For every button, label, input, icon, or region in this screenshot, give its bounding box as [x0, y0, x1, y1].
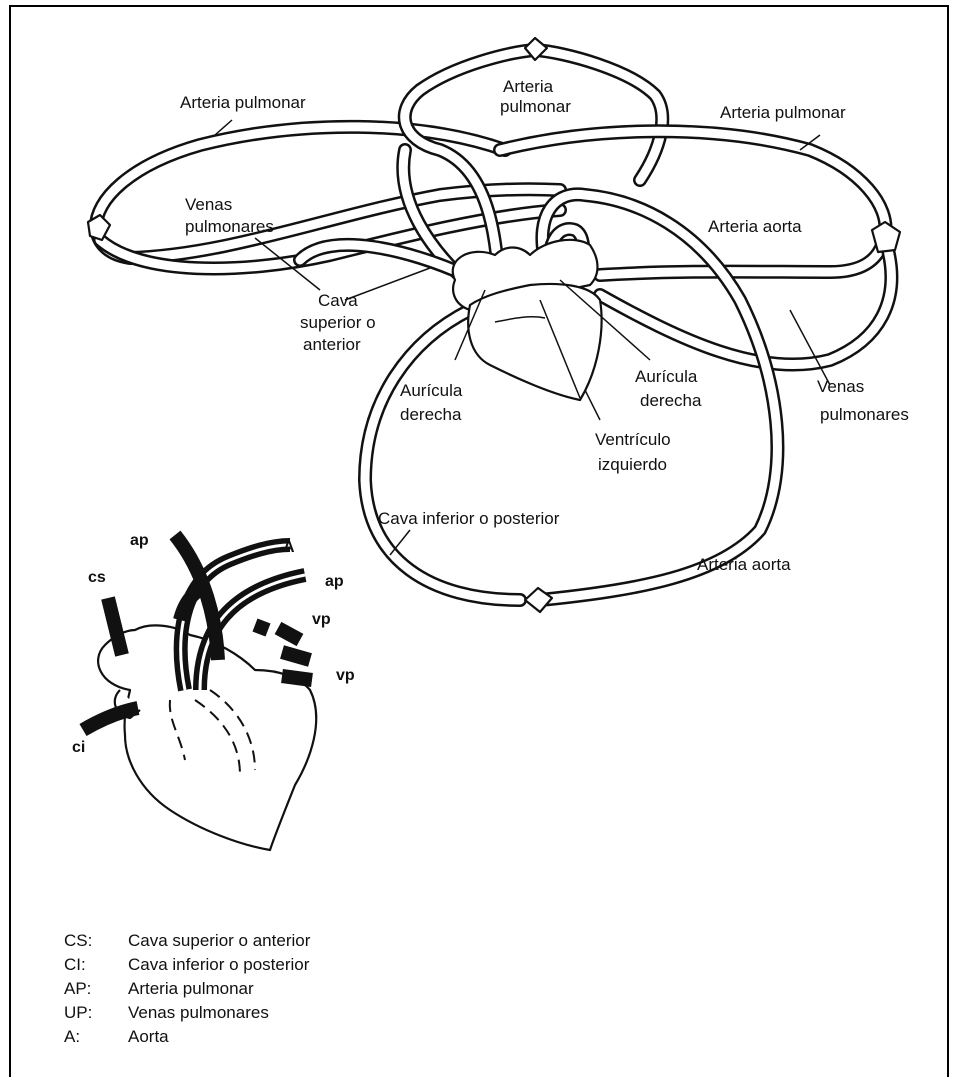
- label-arteria-top-2: pulmonar: [500, 97, 571, 116]
- small-vp-4: [282, 676, 312, 680]
- legend: CS: Cava superior o anterior CI: Cava in…: [64, 931, 311, 1046]
- label-cava-inferior: Cava inferior o posterior: [378, 509, 560, 528]
- small-label-ap-right: ap: [325, 573, 344, 590]
- legend-text: Cava superior o anterior: [128, 931, 311, 950]
- small-label-vp-upper: vp: [312, 611, 331, 628]
- heart-ventricles: [468, 284, 601, 400]
- legend-text: Aorta: [128, 1027, 169, 1046]
- small-label-vp-lower: vp: [336, 667, 355, 684]
- legend-text: Venas pulmonares: [128, 1003, 269, 1022]
- label-arteria-aorta-lower: Arteria aorta: [697, 555, 791, 574]
- legend-abbr: CS:: [64, 931, 92, 950]
- label-arteria-top-1: Arteria: [503, 77, 554, 96]
- right-capillary: [872, 222, 900, 252]
- legend-abbr: CI:: [64, 955, 86, 974]
- small-vp-1: [255, 625, 268, 630]
- small-heart-diagram: [83, 535, 316, 850]
- label-cava-superior-1: Cava: [318, 291, 358, 310]
- legend-item-ap: AP: Arteria pulmonar: [64, 979, 254, 998]
- legend-item-a: A: Aorta: [64, 1027, 169, 1046]
- label-venas-left-2: pulmonares: [185, 217, 274, 236]
- label-auricula-left-1: Aurícula: [400, 381, 463, 400]
- legend-abbr: UP:: [64, 1003, 92, 1022]
- small-label-cs: cs: [88, 569, 106, 586]
- label-venas-right-2: pulmonares: [820, 405, 909, 424]
- label-arteria-pulmonar-left: Arteria pulmonar: [180, 93, 306, 112]
- bottom-capillary: [525, 588, 552, 612]
- label-ventriculo-2: izquierdo: [598, 455, 667, 474]
- small-vp-3: [282, 652, 310, 660]
- label-cava-superior-3: anterior: [303, 335, 361, 354]
- small-vp-2: [278, 628, 300, 640]
- legend-item-ci: CI: Cava inferior o posterior: [64, 955, 310, 974]
- heart: [453, 240, 602, 400]
- small-label-ci: ci: [72, 739, 85, 756]
- label-arteria-pulmonar-right: Arteria pulmonar: [720, 103, 846, 122]
- label-auricula-right-2: derecha: [640, 391, 702, 410]
- legend-item-up: UP: Venas pulmonares: [64, 1003, 269, 1022]
- label-venas-left-1: Venas: [185, 195, 232, 214]
- small-label-a: A: [283, 539, 295, 556]
- label-auricula-left-2: derecha: [400, 405, 462, 424]
- legend-abbr: AP:: [64, 979, 91, 998]
- legend-text: Cava inferior o posterior: [128, 955, 310, 974]
- label-cava-superior-2: superior o: [300, 313, 376, 332]
- label-venas-right-1: Venas: [817, 377, 864, 396]
- legend-text: Arteria pulmonar: [128, 979, 254, 998]
- legend-item-cs: CS: Cava superior o anterior: [64, 931, 311, 950]
- label-ventriculo-1: Ventrículo: [595, 430, 671, 449]
- legend-abbr: A:: [64, 1027, 80, 1046]
- small-label-ap-top: ap: [130, 532, 149, 549]
- label-arteria-aorta-upper: Arteria aorta: [708, 217, 802, 236]
- label-auricula-right-1: Aurícula: [635, 367, 698, 386]
